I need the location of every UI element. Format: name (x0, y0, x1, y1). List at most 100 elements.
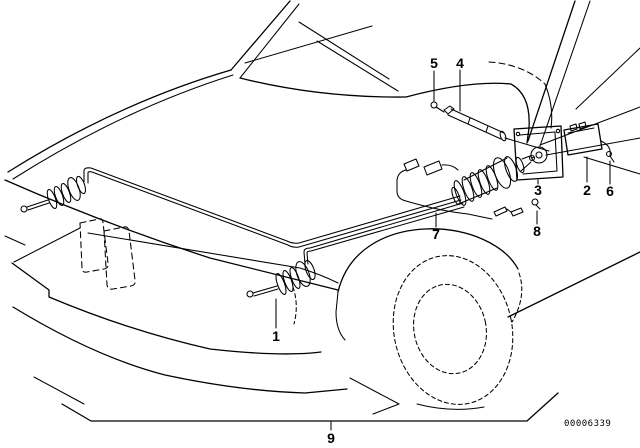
screw-head (605, 150, 613, 158)
bracket-cable-link (531, 156, 535, 159)
a-pillar-right-inner (539, 0, 591, 147)
part-callout-7[interactable]: 7 (432, 226, 440, 242)
wheel-arch (337, 228, 519, 293)
servo-rib (469, 172, 483, 198)
mount-hook-dashed (292, 286, 297, 325)
harness-plug-a (403, 158, 420, 172)
part-callouts: 1 2 3 4 5 6 7 8 9 (272, 55, 614, 446)
body-line-right-2 (545, 137, 640, 156)
part-callout-3[interactable]: 3 (534, 182, 542, 198)
rod-body (447, 114, 502, 140)
part-callout-1[interactable]: 1 (272, 328, 280, 344)
bumper-top-line (11, 262, 322, 355)
spoiler-line (33, 376, 85, 405)
actuator-cap (304, 259, 316, 281)
part-callout-8[interactable]: 8 (533, 223, 541, 239)
rod-clevis (443, 105, 455, 115)
screw-part-6 (605, 150, 615, 163)
actuator-rod (252, 285, 278, 294)
bracket-bolt (555, 128, 561, 134)
servo-rib (453, 180, 467, 206)
bullet-connector (510, 207, 524, 217)
servo-link (521, 155, 531, 160)
actuator-rod (253, 288, 279, 297)
grille-kidney-right (103, 226, 136, 290)
actuator-rod (27, 202, 50, 211)
bullet-wire (506, 208, 512, 213)
screw-shaft (609, 155, 615, 163)
headlight-line (4, 235, 26, 246)
fender-sweep-line (4, 179, 339, 291)
bracket-plate (513, 125, 564, 181)
part-callout-5[interactable]: 5 (430, 55, 438, 71)
module-inner-line (567, 127, 595, 134)
servo-can (492, 157, 512, 189)
actuator-rod (26, 199, 49, 208)
servo-nose (515, 156, 525, 174)
pin-shaft (435, 106, 445, 113)
actuator-rib (46, 189, 58, 209)
hood-corner-left (13, 227, 81, 263)
a-pillar-left-inner (239, 3, 300, 79)
front-wheel (335, 228, 640, 410)
body-line-right-3 (583, 156, 640, 175)
cable-b (306, 206, 465, 265)
actuator-cap (75, 175, 87, 195)
valance-line-1 (349, 377, 400, 405)
sill-line (507, 251, 640, 318)
wiper-line-2 (316, 40, 399, 92)
hood-edge-line (7, 69, 232, 173)
grille-kidney-left (79, 218, 109, 273)
pull-rod-assembly (430, 101, 550, 152)
fender-arc-solid (544, 83, 553, 129)
cable-a (87, 171, 462, 248)
rod-tick (485, 125, 489, 133)
servo-bottom-edge (455, 187, 498, 206)
servo-rib (461, 176, 475, 202)
wheel-arch-dashed (511, 272, 523, 323)
fender-arc-dashed (488, 61, 546, 85)
part-callout-9[interactable]: 9 (327, 430, 335, 446)
cruise-servo-unit (451, 154, 536, 206)
cable-b (303, 202, 464, 265)
rod-body (450, 108, 505, 134)
part-callout-6[interactable]: 6 (606, 183, 614, 199)
leader-lines (275, 69, 611, 329)
wheel-rim (413, 283, 487, 375)
cable-drum-hub (535, 151, 543, 159)
actuator-can (295, 261, 311, 287)
bracket-bolt (515, 131, 521, 137)
actuator-rib (53, 186, 65, 206)
diagram-code: 00006339 (564, 419, 611, 429)
tire-outline (392, 255, 514, 405)
servo-eyelet (528, 154, 536, 162)
cowl-line (239, 77, 530, 144)
part-callout-2[interactable]: 2 (583, 182, 591, 198)
throttle-bracket (513, 125, 564, 181)
servo-rib (477, 169, 491, 195)
clip-part-8 (531, 198, 541, 210)
ground-line (61, 392, 559, 422)
wiper-line-1 (298, 21, 390, 80)
plug-wire (441, 164, 459, 171)
bumper-bottom-line (12, 306, 348, 394)
bracket-plate-inner (519, 131, 558, 175)
module-pigtail (600, 140, 611, 157)
mirror-line (575, 47, 640, 110)
module-knob (578, 121, 587, 130)
servo-link (520, 161, 532, 172)
control-module (563, 121, 611, 157)
valance-line-2 (372, 403, 400, 415)
ground-reference-line (61, 392, 559, 431)
fender-edge-front (335, 291, 346, 341)
harness-plug-b (423, 160, 443, 176)
clip-head (531, 198, 539, 206)
hood-front-edge (87, 232, 339, 284)
a-pillar-right (527, 0, 576, 142)
bullet-connector (493, 206, 508, 217)
actuator-rib (282, 270, 294, 292)
left-cable-actuator (20, 175, 87, 213)
part-callout-4[interactable]: 4 (456, 55, 464, 71)
